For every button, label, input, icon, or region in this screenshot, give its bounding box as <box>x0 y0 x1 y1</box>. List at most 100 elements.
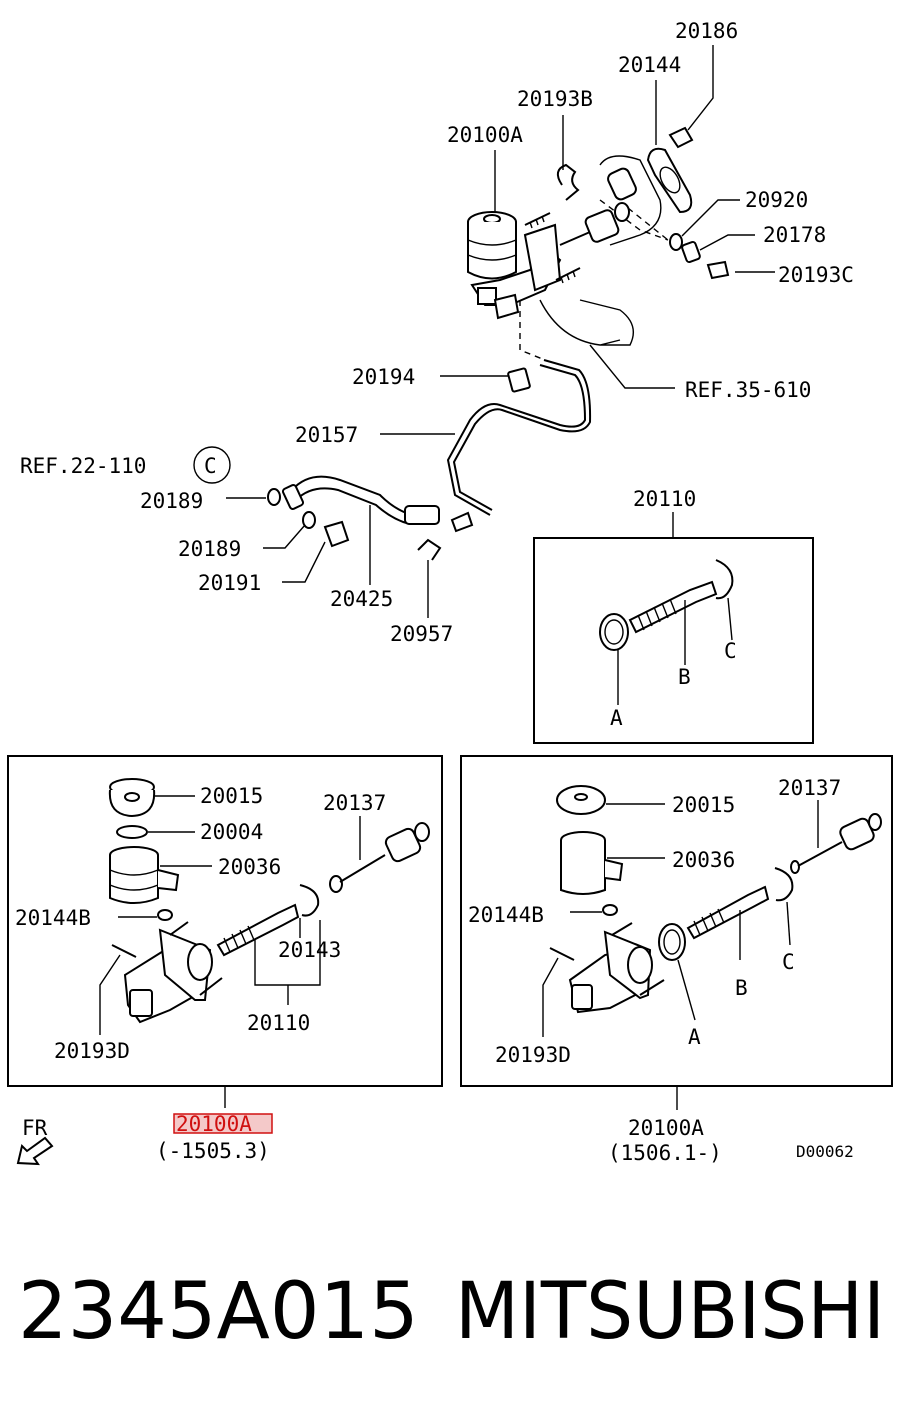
gasket-hole <box>659 166 681 194</box>
right-label-b: B <box>735 976 748 1000</box>
kit-label-c: C <box>724 639 737 663</box>
reservoir-cap-center <box>483 214 501 224</box>
label-ref35: REF.35-610 <box>685 378 811 402</box>
clip-20193B <box>556 163 580 201</box>
kit-frame <box>533 537 814 744</box>
ref-c-circle <box>193 446 231 484</box>
right-piston-b <box>686 885 770 940</box>
left-reservoir-body <box>109 855 159 904</box>
kit-label-b: B <box>678 665 691 689</box>
right-reservoir-body <box>560 840 606 895</box>
kit-label-a: A <box>610 706 623 730</box>
left-label-20193D: 20193D <box>54 1039 130 1063</box>
right-pushrod-washer <box>790 860 800 874</box>
right-label-20036: 20036 <box>672 848 735 872</box>
washer-20189-a <box>267 488 281 506</box>
label-20186: 20186 <box>675 19 738 43</box>
push-rod <box>559 231 591 246</box>
left-spring-coils <box>223 925 255 953</box>
cylinder-port <box>477 287 497 305</box>
left-label-20004: 20004 <box>200 820 263 844</box>
pin-20193C <box>706 260 730 280</box>
left-clevis-hole <box>414 822 430 842</box>
reservoir-ribs <box>467 239 517 261</box>
kit-leader-c <box>727 597 733 641</box>
brand-name: MITSUBISHI <box>455 1267 885 1357</box>
left-seal-20004 <box>116 825 148 839</box>
fr-arrow-icon <box>16 1136 54 1166</box>
label-20920: 20920 <box>745 188 808 212</box>
left-leader-20193D <box>99 954 121 1035</box>
mount-studs <box>524 212 581 281</box>
kit-box: 20110 A B C <box>533 487 814 744</box>
stud-threads <box>529 215 576 284</box>
leader-20920 <box>681 199 740 237</box>
kit-spring-coils <box>637 598 677 631</box>
left-assembly-label[interactable]: 20100A <box>176 1112 252 1136</box>
right-range-label: (1506.1-) <box>608 1141 722 1165</box>
right-label-20193D: 20193D <box>495 1043 571 1067</box>
leader-20191 <box>282 541 326 583</box>
right-circlip-c <box>774 867 794 902</box>
right-label-20144B: 20144B <box>468 903 544 927</box>
leader-ref35 <box>589 344 675 389</box>
left-circlip-20143 <box>299 884 320 917</box>
left-grommet-20144B <box>157 909 173 921</box>
clip-20957 <box>417 538 442 561</box>
left-label-20143: 20143 <box>278 938 341 962</box>
left-label-20144B: 20144B <box>15 906 91 930</box>
left-reservoir-tab <box>157 869 180 892</box>
left-pin-20193D <box>111 944 137 958</box>
bolt-20191 <box>323 520 350 548</box>
pedal-bracket-outline <box>539 155 662 346</box>
label-20100A: 20100A <box>447 123 523 147</box>
hose-end-left <box>281 484 305 510</box>
right-assembly-label: 20100A <box>628 1116 704 1140</box>
kit-seal-a <box>599 613 629 651</box>
left-label-20110: 20110 <box>247 1011 310 1035</box>
right-leader-c <box>786 901 791 946</box>
clip-20194 <box>507 367 531 393</box>
hose-end-fitting <box>404 505 440 525</box>
right-box: 20015 20137 20036 20144B B C A 20193D 20… <box>460 755 893 1165</box>
left-cylinder-port <box>129 989 153 1017</box>
highlight-box <box>173 1113 273 1134</box>
right-label-20137: 20137 <box>778 776 841 800</box>
gasket-20144 <box>646 147 693 214</box>
washer-20920 <box>669 233 683 251</box>
right-label-20015: 20015 <box>672 793 735 817</box>
left-label-20036: 20036 <box>218 855 281 879</box>
drawing-code: D00062 <box>796 1142 854 1161</box>
label-20189b: 20189 <box>178 537 241 561</box>
kit-seal-a-inner <box>604 619 624 645</box>
reservoir-body <box>467 222 517 280</box>
right-seal-a-inner <box>663 929 681 955</box>
cylinder-flange <box>523 223 562 292</box>
leader-20186 <box>687 45 714 131</box>
left-cap-center <box>124 792 140 802</box>
clevis <box>584 209 620 243</box>
label-20178: 20178 <box>763 223 826 247</box>
right-reservoir-tab <box>604 859 624 882</box>
bushing-20178 <box>681 240 701 264</box>
left-leader-20110 <box>254 920 321 1005</box>
label-20189a: 20189 <box>140 489 203 513</box>
label-20157: 20157 <box>295 423 358 447</box>
label-20193C: 20193C <box>778 263 854 287</box>
label-ref22: REF.22-110 <box>20 454 146 478</box>
left-range-label: (-1505.3) <box>156 1139 270 1163</box>
front-indicator: FR <box>16 1116 54 1166</box>
cylinder-outlet <box>493 293 520 320</box>
left-label-20015: 20015 <box>200 784 263 808</box>
label-ref-c: C <box>204 454 217 478</box>
washer-20189-b <box>302 511 316 529</box>
right-leader-20193D <box>542 957 559 1037</box>
top-leaders <box>193 45 775 618</box>
right-leader-a <box>677 959 696 1021</box>
label-20957: 20957 <box>390 622 453 646</box>
leader-20189b <box>263 524 306 549</box>
left-cylinder-bore <box>187 943 213 981</box>
right-pin-20193D <box>549 947 575 961</box>
left-cap-body <box>108 789 156 818</box>
